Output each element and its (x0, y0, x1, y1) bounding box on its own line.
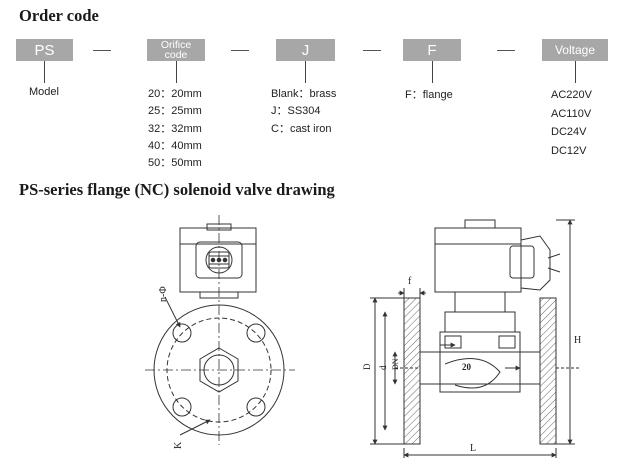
pipe-section (419, 351, 541, 385)
connection-code-box: F (403, 39, 461, 61)
height-label: H (574, 335, 581, 346)
orifice-option: 25：25mm (148, 105, 202, 118)
voltage-option: DC12V (551, 144, 587, 157)
material-code-box: J (276, 39, 335, 61)
material-options: Blank：brass J：SS304 C：cast iron (271, 86, 336, 138)
material-option: Blank：brass (271, 88, 337, 100)
connection-description: F：flange (405, 89, 453, 101)
bolt-circle-label: K (173, 441, 184, 449)
body-size-label: 20 (462, 362, 472, 372)
inlet-flange (403, 297, 421, 445)
separator-dash (231, 50, 249, 51)
bonnet-flange (444, 311, 516, 333)
bolt-hole (246, 323, 266, 343)
bolt-hole (172, 397, 192, 417)
material-option: J：SS304 (271, 105, 321, 118)
coil-cap (464, 219, 496, 229)
connector-box-side (520, 235, 551, 291)
voltage-label: Voltage (554, 43, 596, 57)
connection-leader-line (432, 61, 433, 83)
voltage-option: AC220V (551, 89, 592, 101)
voltage-option: DC24V (551, 126, 587, 138)
model-description: Model (29, 86, 59, 98)
voltage-options: AC220V AC110V DC24V DC12V (551, 86, 592, 160)
length-label: L (470, 443, 476, 454)
voltage-code-box: Voltage (542, 39, 608, 61)
material-leader-line (305, 61, 306, 83)
voltage-leader-line (575, 61, 576, 83)
orifice-options: 20：20mm 25：25mm 32：32mm 40：40mm 50：50mm (148, 86, 202, 172)
valve-body-side (439, 331, 521, 393)
separator-dash (363, 50, 381, 51)
material-option: C：cast iron (271, 122, 332, 135)
outlet-flange (539, 297, 557, 445)
order-code-title: Order code (19, 6, 99, 25)
orifice-option: 32：32mm (148, 122, 202, 135)
outer-diameter-label: D (362, 363, 372, 370)
voltage-option: AC110V (551, 107, 592, 120)
flange-thickness-label: f (408, 276, 412, 287)
orifice-leader-line (176, 61, 177, 83)
drawing-title: PS-series flange (NC) solenoid valve dra… (19, 180, 335, 199)
bolt-hole (172, 323, 192, 343)
orifice-option: 40：40mm (148, 139, 202, 152)
model-code-box: PS (16, 39, 73, 61)
valve-drawing: n-Φ K (145, 215, 581, 458)
bolt-hole (246, 397, 266, 417)
bonnet (454, 291, 506, 313)
pcd-label: d (378, 365, 388, 370)
side-view (370, 219, 580, 458)
material-code: J (301, 41, 310, 59)
model-leader-line (44, 61, 45, 83)
model-code: PS (34, 41, 55, 59)
bolt-holes-label: n-Φ (158, 286, 169, 302)
orifice-option: 20：20mm (148, 88, 202, 100)
orifice-label-line1: Orifice (160, 39, 192, 51)
front-view (145, 215, 295, 445)
orifice-label-line2: code (164, 49, 188, 61)
connection-code: F (427, 41, 437, 59)
orifice-code-box: Orifice code (147, 39, 205, 61)
separator-dash (93, 50, 111, 51)
orifice-option: 50：50mm (148, 157, 202, 170)
nominal-diameter-label: DN (391, 358, 400, 370)
coil-housing-side (434, 227, 522, 293)
separator-dash (497, 50, 515, 51)
